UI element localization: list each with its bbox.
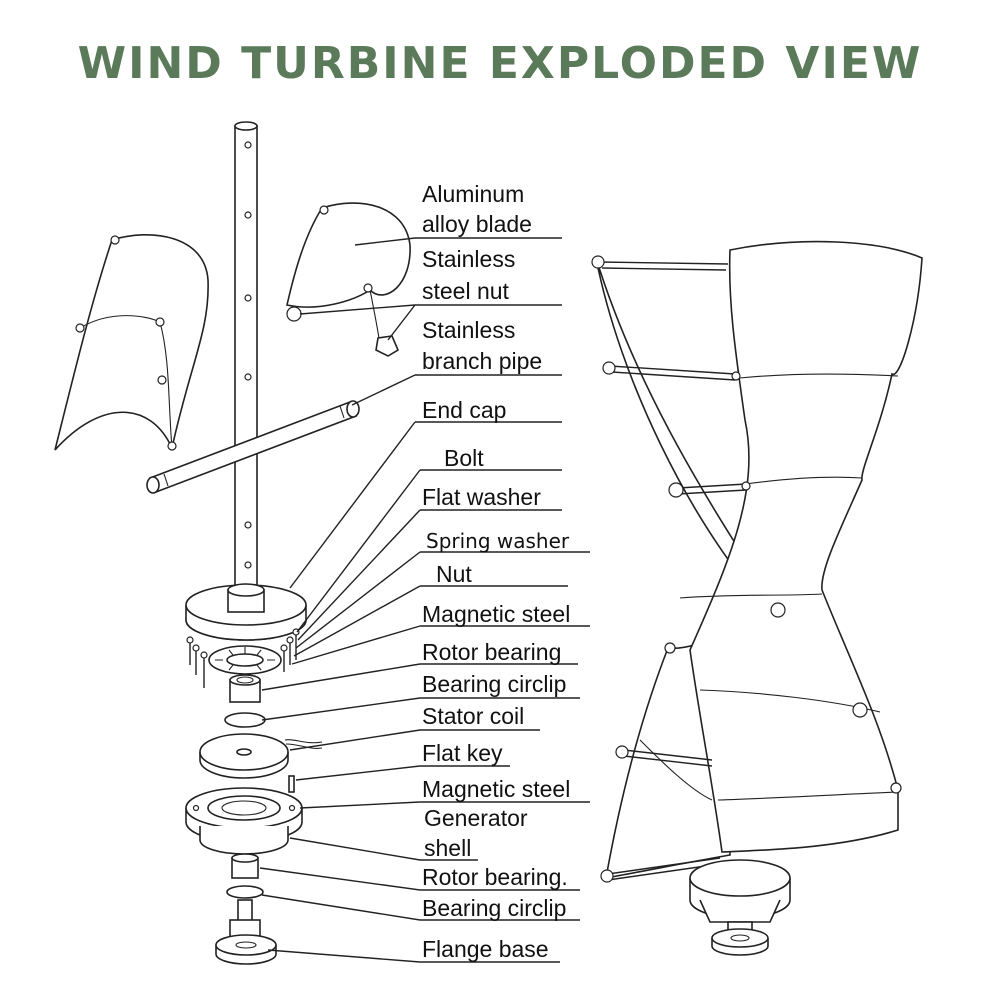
label-alloy-blade: alloy blade <box>422 211 532 237</box>
label-nut: Nut <box>436 561 472 587</box>
branch-pipe-illustration <box>146 400 360 494</box>
label-branch-pipe: branch pipe <box>422 348 542 374</box>
label-rotor-bearing-1: Rotor bearing <box>422 639 561 665</box>
label-spring-washer: Spring washer <box>426 529 570 553</box>
generator-shell-illustration <box>185 787 303 855</box>
label-stator-coil: Stator coil <box>422 703 524 729</box>
label-end-cap: End cap <box>422 397 506 423</box>
label-stainless-2: Stainless <box>422 317 515 343</box>
label-shell: shell <box>424 835 471 861</box>
label-flat-washer: Flat washer <box>422 484 541 510</box>
lower-rotor-bearing-illustration <box>231 853 259 879</box>
label-generator: Generator <box>424 805 528 831</box>
lower-circlip-illustration <box>226 885 264 899</box>
page-title: WIND TURBINE EXPLODED VIEW <box>78 38 923 89</box>
part-labels: Aluminum alloy blade Stainless steel nut… <box>422 181 570 962</box>
assembled-turbine-illustration <box>591 240 923 956</box>
leader-lines <box>259 237 590 963</box>
label-magnetic-steel-2: Magnetic steel <box>422 776 570 802</box>
label-flange-base: Flange base <box>422 936 549 962</box>
stator-coil-illustration <box>199 733 323 779</box>
label-aluminum: Aluminum <box>422 181 524 207</box>
bearing-circlip-illustration <box>224 712 266 728</box>
rotor-bearing-illustration <box>229 674 261 703</box>
flat-key-illustration <box>288 775 295 793</box>
upper-blade-illustration <box>286 202 411 357</box>
flange-base-illustration <box>215 899 277 965</box>
magnetic-steel-ring-illustration <box>208 645 282 675</box>
label-stainless-1: Stainless <box>422 246 515 272</box>
label-steel-nut: steel nut <box>422 278 510 304</box>
label-bearing-circlip-2: Bearing circlip <box>422 895 566 921</box>
label-bolt: Bolt <box>444 445 484 471</box>
exploded-parts <box>54 121 411 965</box>
label-rotor-bearing-2: Rotor bearing. <box>422 864 568 890</box>
left-blade-illustration <box>54 234 209 451</box>
label-flat-key: Flat key <box>422 740 503 766</box>
label-bearing-circlip-1: Bearing circlip <box>422 671 566 697</box>
end-cap-illustration <box>185 583 307 641</box>
central-shaft-illustration <box>234 121 258 587</box>
label-magnetic-steel-1: Magnetic steel <box>422 601 570 627</box>
